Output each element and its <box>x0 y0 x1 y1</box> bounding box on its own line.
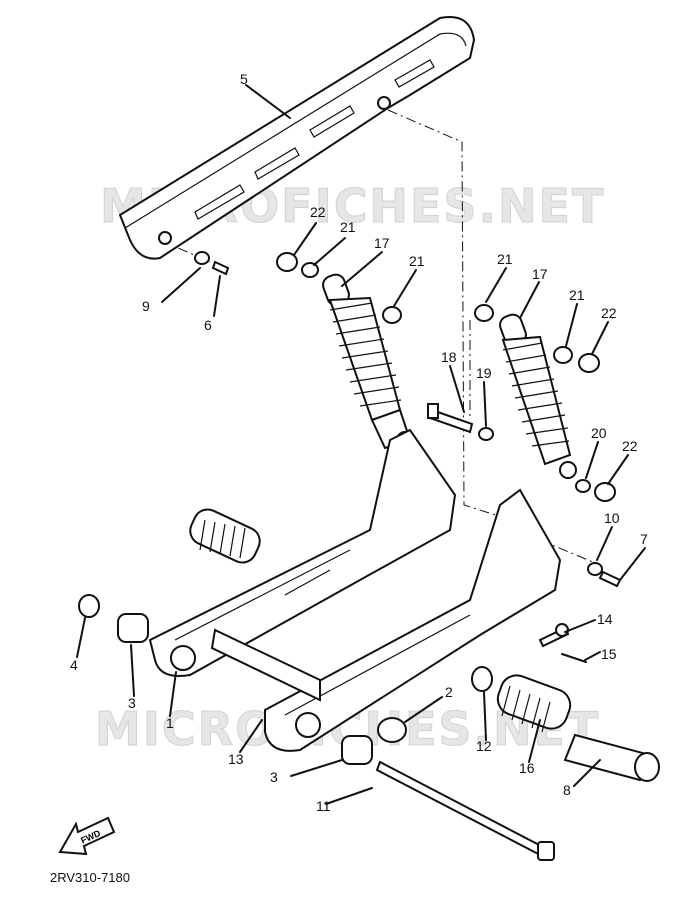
washer-21-right-a <box>474 304 494 322</box>
bolt-18 <box>427 403 474 434</box>
callout-19: 19 <box>476 365 492 381</box>
callout-13: 16 <box>519 760 535 776</box>
callout-15: 14 <box>597 611 613 627</box>
callout-3b: 3 <box>270 769 278 785</box>
callout-14: 12 <box>476 738 492 754</box>
bushing-2 <box>377 717 407 743</box>
bolt-9 <box>598 570 622 588</box>
callout-3a: 3 <box>128 695 136 711</box>
callout-21d: 21 <box>569 287 585 303</box>
right-shock-absorber <box>499 313 577 479</box>
washer-21-left-a <box>301 262 319 278</box>
fwd-arrow-icon: FWD <box>58 816 116 856</box>
callout-4: 11 <box>316 798 331 814</box>
pin-15 <box>538 623 570 648</box>
diagram-code: 2RV310-7180 <box>50 870 130 885</box>
footrest-shaft-12 <box>563 733 660 782</box>
collar-6 <box>78 594 100 618</box>
callout-22b: 22 <box>601 305 617 321</box>
callout-10: 9 <box>142 298 150 314</box>
callout-21a: 21 <box>340 219 356 235</box>
leader-lines <box>76 84 646 805</box>
callout-2: 2 <box>445 684 453 700</box>
bushing-3-left <box>117 613 149 643</box>
washer-11 <box>587 562 603 576</box>
callout-21c: 21 <box>497 251 513 267</box>
callout-6: 4 <box>70 657 78 673</box>
washer-19 <box>478 427 494 441</box>
bolt-8 <box>211 260 230 276</box>
callout-9: 7 <box>640 531 648 547</box>
callout-17a: 17 <box>374 235 390 251</box>
washer-21-right-b <box>553 346 573 364</box>
callout-21b: 21 <box>409 253 425 269</box>
washer-14 <box>471 666 493 692</box>
footpeg-rubber-13 <box>496 674 572 733</box>
cap-22-left <box>276 252 298 272</box>
callout-12: 8 <box>563 782 571 798</box>
callout-5: 13 <box>228 751 244 767</box>
callout-22c: 22 <box>622 438 638 454</box>
swing-arm <box>148 428 562 752</box>
callout-7: 5 <box>240 71 248 87</box>
bushing-3-right <box>341 735 373 765</box>
clip-16 <box>561 653 587 663</box>
nut-10 <box>194 251 210 265</box>
callout-22a: 22 <box>310 204 326 220</box>
washer-21-left-b <box>382 306 402 324</box>
washer-20 <box>575 479 591 493</box>
pivot-shaft-4 <box>375 760 555 861</box>
callout-8: 6 <box>204 317 212 333</box>
callout-labels: 5 9 6 22 21 17 21 21 17 21 22 18 19 20 2… <box>70 71 648 814</box>
cap-22-lower <box>594 482 616 502</box>
callout-1: 1 <box>166 715 174 731</box>
callout-16: 15 <box>601 646 617 662</box>
callout-20: 20 <box>591 425 607 441</box>
callout-18: 18 <box>441 349 457 365</box>
cap-22-right <box>578 353 600 373</box>
callout-17b: 17 <box>532 266 548 282</box>
callout-11: 10 <box>604 510 620 526</box>
grab-bar <box>118 16 476 260</box>
